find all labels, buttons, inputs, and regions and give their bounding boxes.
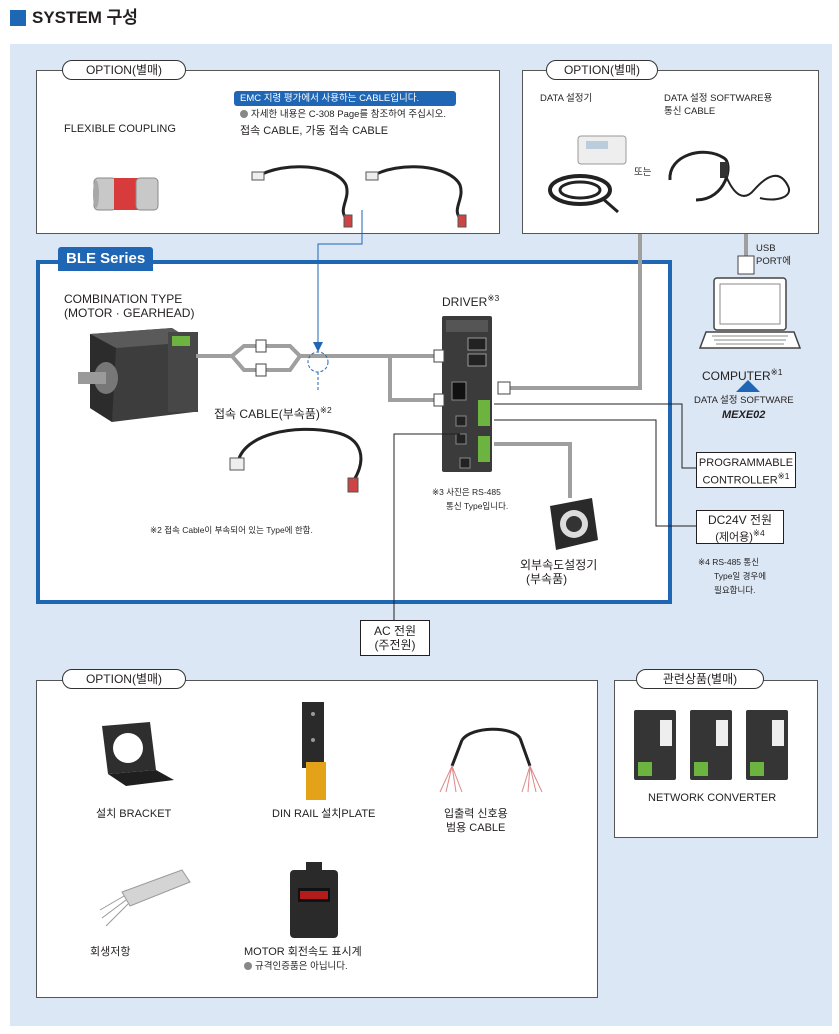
io-cable-image (439, 727, 543, 793)
ble-note-3-line2: 통신 Type입니다. (446, 501, 509, 511)
external-speed-setter-image (550, 498, 598, 550)
data-software-label: DATA 설정 SOFTWARE (694, 395, 794, 406)
software-cable-label-1: DATA 설정 SOFTWARE용 (664, 93, 773, 104)
emc-badge (234, 91, 456, 106)
dc24v-note-3: 필요합니다. (714, 585, 756, 595)
regen-resistor-label: 회생저항 (90, 946, 131, 958)
driver-label: DRIVER※3 (442, 292, 499, 309)
software-cable-image (668, 150, 791, 202)
external-speed-setter-label-1: 외부속도설정기 (520, 558, 598, 572)
option-top-right-pill: OPTION(별매) (546, 60, 658, 80)
network-converter-image (634, 710, 788, 780)
speed-display-note-text: 규격인증품은 아닙니다. (255, 961, 348, 972)
combination-type-label-1: COMBINATION TYPE (64, 292, 183, 306)
data-setter-label: DATA 설정기 (540, 93, 593, 104)
ac-power-box: AC 전원 (주전원) (360, 620, 430, 656)
dc24v-note-1: ※4 RS-485 통신 (698, 557, 760, 567)
regen-resistor-image (99, 869, 191, 927)
computer-image (698, 277, 802, 349)
flexible-coupling-image (93, 177, 159, 211)
motor-gearhead-image (78, 328, 198, 422)
connection-cable-text: 접속 CABLE(부속품) (214, 407, 320, 421)
mexe02-label: MEXE02 (722, 409, 766, 421)
din-rail-plate-label: DIN RAIL 설치PLATE (272, 808, 376, 820)
io-cable-label-2: 범용 CABLE (446, 822, 506, 834)
dc24v-power-box: DC24V 전원 (제어용)※4 (696, 510, 784, 544)
page-title: SYSTEM 구성 (32, 8, 138, 27)
bracket-label: 설치 BRACKET (96, 808, 172, 820)
ble-note-3-line1: ※3 사진은 RS-485 (432, 487, 501, 497)
combination-type-label-2: (MOTOR · GEARHEAD) (64, 306, 195, 320)
bracket-image (102, 722, 174, 786)
usb-port-label-2: PORT에 (756, 256, 791, 267)
flexible-coupling-label: FLEXIBLE COUPLING (64, 123, 176, 135)
connection-cable-label: 접속 CABLE(부속품)※2 (214, 404, 332, 421)
or-text: 또는 (634, 167, 652, 178)
computer-mark: ※1 (770, 367, 783, 377)
ble-note-2: ※2 접속 Cable이 부속되어 있는 Type에 한함. (150, 525, 313, 535)
dc24v-label-2-text: (제어용) (715, 531, 753, 544)
data-setter-image (548, 135, 627, 214)
option-top-left-pill: OPTION(별매) (62, 60, 186, 80)
driver-image (442, 316, 492, 472)
speed-display-label: MOTOR 회전속도 표시계 (244, 946, 362, 958)
din-rail-plate-image (302, 702, 326, 800)
dc24v-note-2: Type일 경우에 (714, 571, 767, 581)
header-square-icon (10, 10, 26, 26)
driver-label-text: DRIVER (442, 295, 488, 309)
option-top-right-box (522, 70, 819, 234)
emc-note-text: 자세한 내용은 C-308 Page를 참조하여 주십시오. (251, 109, 446, 120)
dc24v-label-1: DC24V 전원 (707, 513, 773, 527)
software-cable-label-2: 통신 CABLE (664, 106, 716, 117)
plc-label-2-text: CONTROLLER (702, 474, 778, 487)
dc24v-label-2: (제어용)※4 (697, 527, 783, 545)
dc24v-mark: ※4 (752, 528, 765, 538)
driver-note-mark: ※3 (487, 293, 500, 303)
note-dot-icon (244, 962, 252, 970)
network-converter-label: NETWORK CONVERTER (648, 792, 777, 804)
plc-mark: ※1 (777, 471, 790, 481)
plc-label-1: PROGRAMMABLE (698, 457, 794, 469)
connection-cable-image (229, 427, 363, 493)
emc-cable-label: 접속 CABLE, 가동 접속 CABLE (240, 125, 389, 137)
option-bottom-pill: OPTION(별매) (62, 669, 186, 689)
speed-display-image (290, 862, 338, 938)
emc-cable-image (251, 165, 467, 228)
io-cable-label-1: 입출력 신호용 (444, 808, 508, 820)
ac-label-2: (주전원) (374, 638, 416, 652)
related-products-pill: 관련상품(별매) (636, 669, 764, 689)
ac-label-1: AC 전원 (373, 624, 417, 638)
computer-label-text: COMPUTER (702, 369, 771, 383)
plc-label-2: CONTROLLER※1 (697, 470, 795, 488)
external-speed-setter-label-2: (부속품) (526, 572, 568, 586)
emc-badge-text: EMC 지령 평가에서 사용하는 CABLE입니다. (240, 93, 420, 104)
programmable-controller-box: PROGRAMMABLE CONTROLLER※1 (696, 452, 796, 488)
ble-series-tab: BLE Series (58, 247, 154, 271)
speed-display-note: 규격인증품은 아닙니다. (244, 960, 348, 973)
computer-label: COMPUTER※1 (702, 366, 783, 383)
connection-cable-note-mark: ※2 (319, 405, 332, 415)
emc-note: 자세한 내용은 C-308 Page를 참조하여 주십시오. (240, 108, 446, 121)
usb-port-label-1: USB (756, 243, 776, 254)
note-dot-icon (240, 110, 248, 118)
